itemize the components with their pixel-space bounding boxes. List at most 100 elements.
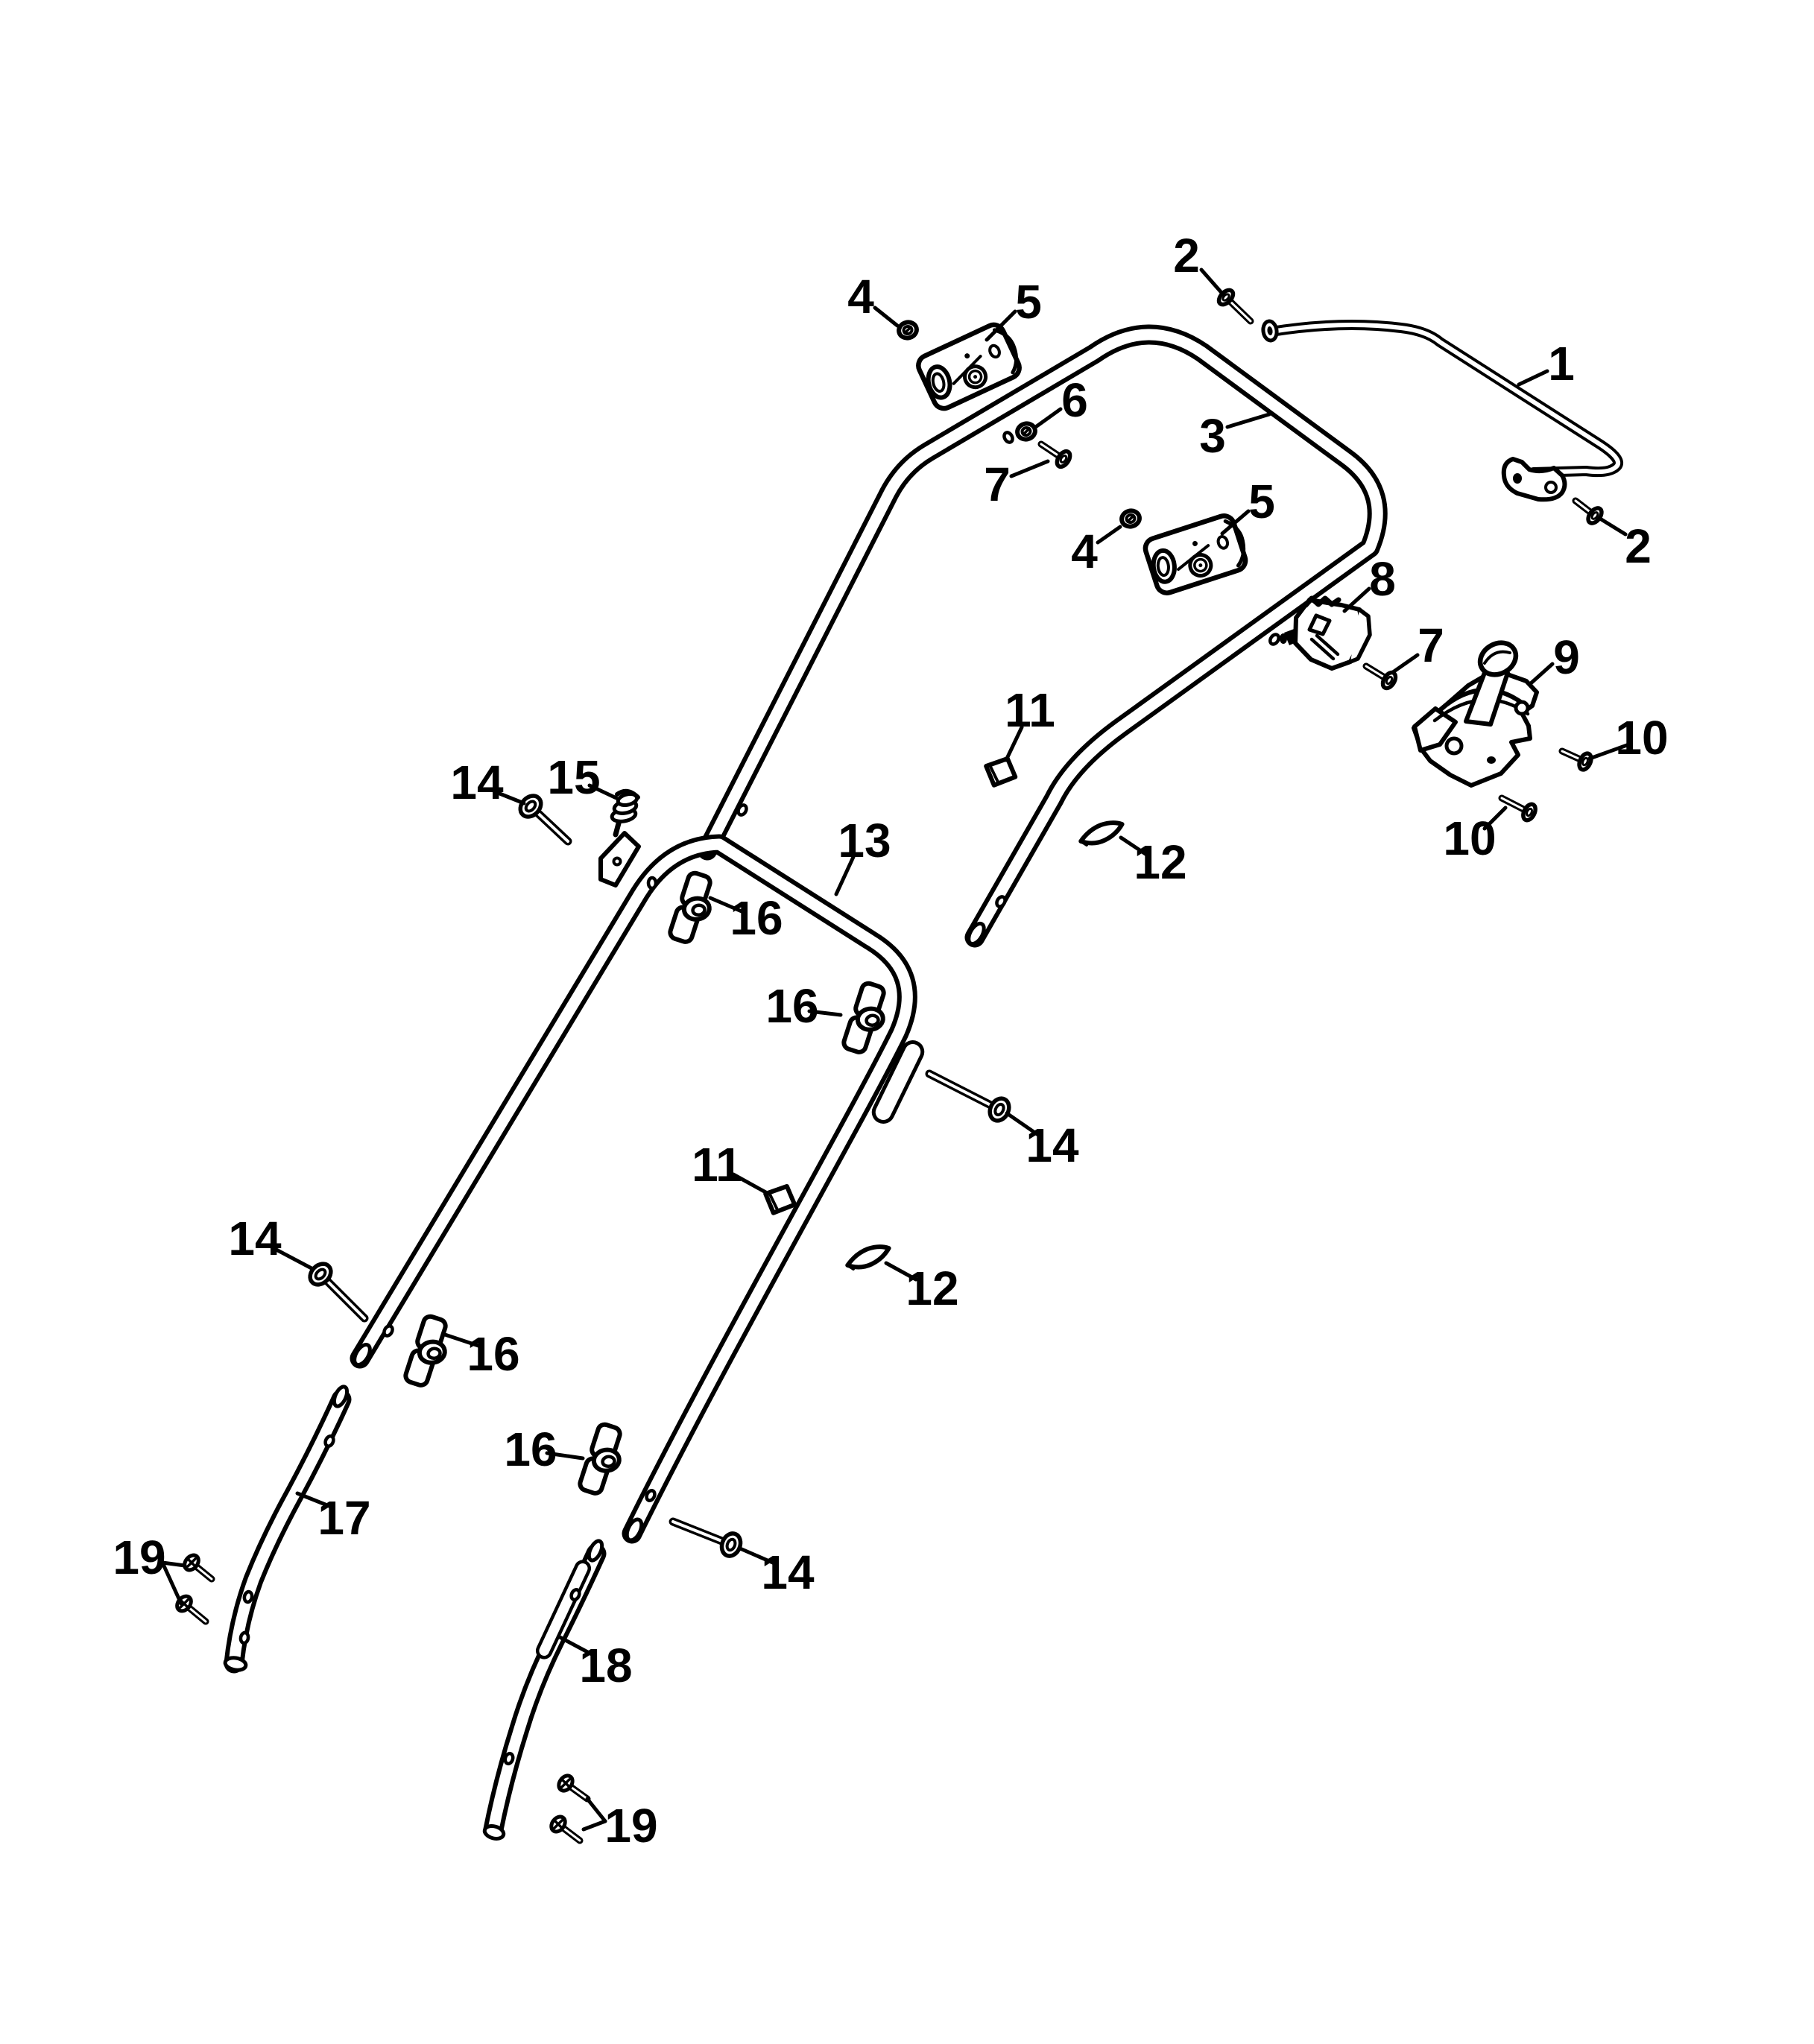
callout-part-12: 12	[1119, 835, 1187, 889]
leader-line	[585, 1797, 607, 1823]
callout-part-6: 6	[1034, 373, 1088, 428]
part-number-label: 16	[504, 1423, 557, 1476]
part-number-label: 1	[1548, 337, 1575, 390]
leader-line	[587, 783, 619, 800]
clip-12	[1078, 820, 1125, 847]
leader-line	[1119, 835, 1148, 856]
tapping-screw-19	[549, 1814, 584, 1844]
part-17-handle-bracket-left	[223, 1385, 352, 1674]
leader-line	[1517, 369, 1549, 387]
part-number-label: 14	[1025, 1118, 1079, 1172]
leader-line	[1225, 412, 1271, 429]
part-number-label: 2	[1625, 519, 1652, 573]
leader-line	[295, 1491, 333, 1509]
leader-line	[807, 1009, 843, 1017]
part-number-label: 5	[1015, 275, 1042, 329]
part-number-label: 16	[467, 1327, 519, 1381]
leader-line	[1529, 662, 1555, 686]
flange-nut-4	[1119, 508, 1142, 529]
part-number-label: 10	[1443, 811, 1496, 865]
clip-12	[845, 1244, 891, 1271]
part-number-label: 14	[450, 756, 504, 809]
callout-part-2: 2	[1173, 229, 1225, 297]
callout-part-16: 16	[504, 1423, 585, 1476]
callout-part-19: 19	[113, 1531, 187, 1606]
part-number-label: 14	[228, 1212, 282, 1265]
callout-part-4: 4	[1071, 525, 1122, 578]
leader-line	[581, 1819, 607, 1832]
leader-line	[1220, 509, 1251, 536]
leader-line	[985, 309, 1017, 342]
callout-part-15: 15	[547, 750, 619, 804]
part-number-label: 9	[1553, 630, 1580, 684]
callout-part-10: 10	[1587, 711, 1669, 765]
leader-line	[1391, 653, 1420, 674]
carriage-bolt-14	[925, 1069, 1011, 1123]
callout-part-9: 9	[1529, 630, 1580, 686]
leader-line	[160, 1560, 183, 1606]
callout-part-17: 17	[295, 1491, 371, 1545]
part-number-label: 19	[604, 1799, 657, 1852]
part-number-label: 13	[838, 814, 891, 867]
part-18-handle-bracket-right	[482, 1539, 607, 1841]
throttle-lever-knob	[1477, 640, 1519, 677]
callout-part-16: 16	[765, 979, 843, 1033]
screw-10	[1558, 747, 1593, 772]
callout-part-14: 14	[450, 756, 526, 809]
leader-line	[1004, 725, 1024, 762]
fasteners-layer	[175, 288, 1604, 1844]
leader-line	[708, 896, 744, 914]
clip-11	[763, 1184, 797, 1215]
part-9-throttle-control	[1412, 640, 1539, 788]
part-number-label: 14	[761, 1545, 815, 1599]
part-number-label: 6	[1061, 373, 1088, 427]
leader-line	[492, 789, 526, 806]
part-8-cable-bracket	[1280, 595, 1372, 671]
part-number-label: 12	[1134, 835, 1186, 889]
part-16-wing-knob	[578, 1421, 629, 1498]
leader-line	[1199, 268, 1225, 297]
bail-end-fitting	[1501, 457, 1567, 502]
tapping-screw-19	[183, 1553, 215, 1583]
leader-line	[1598, 516, 1628, 537]
callout-part-7: 7	[984, 458, 1050, 511]
screw-10	[1498, 794, 1538, 823]
flange-nut-4	[897, 320, 919, 341]
leader-line	[1587, 743, 1629, 761]
part-15-cable-guide	[598, 788, 641, 887]
carriage-bolt-14	[669, 1517, 743, 1558]
part-number-label: 18	[579, 1639, 632, 1692]
part-number-label: 19	[113, 1531, 165, 1584]
part-13-lower-handle-tube	[350, 834, 925, 1544]
leader-line	[443, 1332, 481, 1348]
screw-2	[1572, 497, 1604, 525]
callout-part-11: 11	[1004, 683, 1055, 762]
part-number-label: 4	[847, 270, 874, 323]
callout-part-14: 14	[228, 1212, 314, 1271]
callout-part-14: 14	[738, 1545, 815, 1599]
part-1-control-bail	[1261, 319, 1623, 502]
leader-line	[834, 855, 856, 896]
leader-line	[731, 1172, 771, 1196]
part-3-upper-handle-tube	[697, 324, 1388, 948]
leader-line	[1096, 525, 1122, 545]
part-number-label: 7	[984, 458, 1011, 511]
part-number-label: 8	[1369, 552, 1396, 606]
callout-part-19: 19	[581, 1797, 658, 1852]
leader-line	[873, 306, 900, 328]
callout-part-5: 5	[985, 275, 1042, 342]
leader-line	[160, 1560, 187, 1568]
screw-7	[1037, 440, 1072, 469]
callout-part-8: 8	[1342, 552, 1396, 613]
part-number-label: 4	[1071, 525, 1098, 578]
callout-part-13: 13	[834, 814, 891, 896]
part-number-label: 5	[1248, 475, 1275, 528]
part-number-label: 7	[1418, 618, 1444, 672]
part-16-wing-knob	[403, 1313, 455, 1390]
leader-line	[557, 1635, 594, 1657]
carriage-bolt-14	[518, 794, 572, 846]
callout-part-12: 12	[884, 1261, 959, 1315]
leader-line	[738, 1546, 777, 1566]
